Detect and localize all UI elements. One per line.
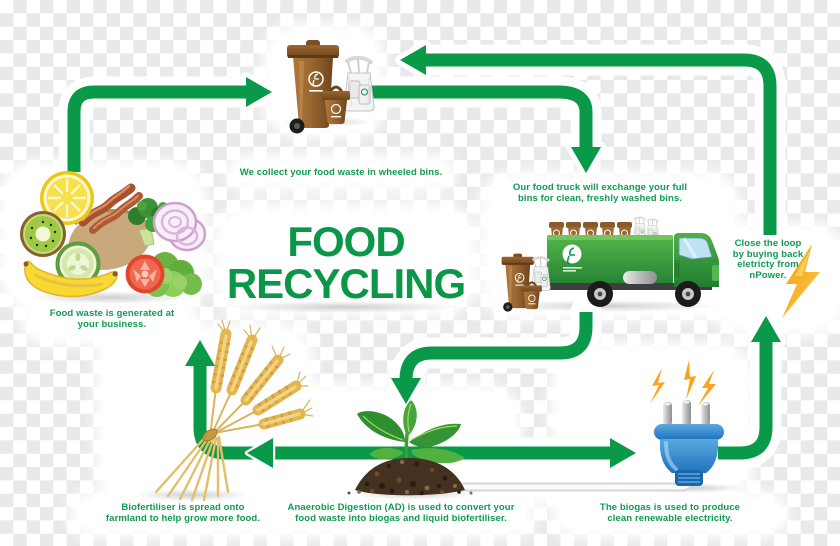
arrow-business-to-bins xyxy=(67,85,248,172)
caption-biogas-electricity: The biogas is used to produce clean rene… xyxy=(599,502,741,524)
caption-biofertiliser: Biofertiliser is spread onto farmland to… xyxy=(105,502,261,524)
white-backdrop xyxy=(720,232,838,326)
lightning-icon xyxy=(782,244,820,318)
caption-food-waste-business: Food waste is generated at your business… xyxy=(49,308,175,330)
ground-shadow xyxy=(228,301,463,313)
plug-illustration xyxy=(650,360,724,486)
caption-collect-bins: We collect your food waste in wheeled bi… xyxy=(239,167,443,178)
plug-cable xyxy=(423,473,694,492)
arrow-npower-to-business xyxy=(424,53,777,235)
spark-icons xyxy=(650,360,716,406)
ground-shadow xyxy=(640,483,745,493)
tomato-slice xyxy=(125,254,165,294)
white-backdrop xyxy=(78,500,288,528)
caption-anaerobic-digestion: Anaerobic Digestion (AD) is used to conv… xyxy=(287,502,515,524)
plant-illustration xyxy=(347,400,473,496)
wheat-illustration xyxy=(154,319,314,502)
arrowheads xyxy=(185,45,781,471)
truck-wheels xyxy=(587,281,701,307)
banana xyxy=(23,260,119,298)
arrow-bins-to-truck xyxy=(356,85,593,149)
arrow-truck-to-ad xyxy=(399,312,593,381)
food-truck-illustration xyxy=(501,216,719,313)
white-backdrop xyxy=(235,164,447,182)
food-waste-illustration xyxy=(20,171,207,298)
page-title: FOOD RECYCLING xyxy=(226,218,466,307)
cucumber-slice xyxy=(55,241,101,287)
white-backdrop xyxy=(560,500,780,528)
onion-rings xyxy=(152,201,207,252)
wheeled-bins-illustration xyxy=(286,39,376,135)
caption-food-truck: Our food truck will exchange your full b… xyxy=(512,182,688,204)
white-backdrop xyxy=(30,303,190,336)
caption-close-loop: Close the loop by buying back eletricty … xyxy=(732,238,804,281)
ground-shadow xyxy=(495,300,720,312)
white-backdrop xyxy=(278,500,526,528)
arrow-plug-to-npower xyxy=(718,340,773,460)
white-backdrop xyxy=(223,213,467,307)
